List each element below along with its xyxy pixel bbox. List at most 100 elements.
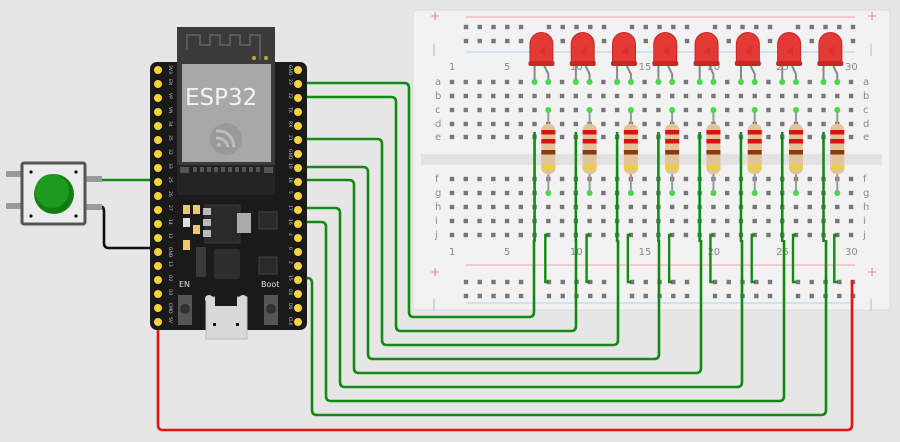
esp32-pin-cmd[interactable]	[154, 304, 162, 312]
breadboard-hole[interactable]	[807, 134, 812, 140]
breadboard-hole[interactable]	[766, 107, 771, 113]
breadboard-hole[interactable]	[491, 176, 496, 182]
rail-hole[interactable]	[795, 293, 801, 299]
breadboard-hole[interactable]	[504, 121, 510, 127]
esp32-pin-13[interactable]	[154, 262, 162, 270]
esp32-pin-27[interactable]	[154, 206, 162, 214]
breadboard-hole[interactable]	[738, 93, 744, 99]
breadboard-hole[interactable]	[725, 121, 730, 127]
rail-hole[interactable]	[629, 279, 635, 285]
breadboard-hole[interactable]	[573, 121, 579, 127]
breadboard-hole[interactable]	[683, 134, 689, 140]
resistor[interactable]	[541, 107, 556, 196]
esp32-pin-d1[interactable]	[294, 290, 302, 298]
breadboard-hole[interactable]	[559, 204, 565, 210]
breadboard-hole[interactable]	[587, 93, 592, 99]
rail-hole[interactable]	[754, 24, 759, 30]
esp32-pin-17[interactable]	[294, 206, 302, 214]
breadboard-hole[interactable]	[642, 93, 647, 99]
ground-jumper[interactable]	[544, 233, 549, 284]
breadboard-hole[interactable]	[449, 79, 455, 85]
breadboard-hole[interactable]	[559, 121, 565, 127]
breadboard-hole[interactable]	[518, 176, 523, 182]
breadboard-hole[interactable]	[504, 218, 510, 224]
breadboard-hole[interactable]	[449, 107, 455, 113]
breadboard-hole[interactable]	[477, 93, 482, 99]
esp32-pin-5v[interactable]	[154, 318, 162, 326]
breadboard-hole[interactable]	[642, 134, 647, 140]
breadboard-hole[interactable]	[559, 134, 565, 140]
breadboard-hole[interactable]	[738, 107, 744, 113]
breadboard-hole[interactable]	[835, 204, 840, 210]
breadboard-hole[interactable]	[601, 176, 606, 182]
led-3[interactable]	[611, 32, 637, 85]
rail-hole[interactable]	[518, 279, 524, 285]
breadboard-hole[interactable]	[477, 121, 482, 127]
breadboard-hole[interactable]	[807, 93, 812, 99]
rail-hole[interactable]	[518, 38, 524, 44]
rail-hole[interactable]	[712, 293, 718, 299]
breadboard-hole[interactable]	[491, 232, 496, 238]
rail-hole[interactable]	[837, 24, 842, 30]
pushbutton[interactable]	[6, 161, 102, 226]
breadboard-hole[interactable]	[532, 121, 537, 127]
breadboard-hole[interactable]	[711, 93, 716, 99]
breadboard-hole[interactable]	[559, 232, 565, 238]
rail-hole[interactable]	[574, 24, 579, 30]
breadboard-hole[interactable]	[477, 176, 482, 182]
breadboard-hole[interactable]	[807, 218, 812, 224]
rail-hole[interactable]	[726, 279, 731, 285]
breadboard-hole[interactable]	[725, 176, 730, 182]
breadboard-hole[interactable]	[463, 232, 468, 238]
breadboard-hole[interactable]	[504, 134, 510, 140]
esp32-pin-15[interactable]	[294, 276, 302, 284]
breadboard-hole[interactable]	[807, 79, 812, 85]
esp32-pin-gnd[interactable]	[154, 248, 162, 256]
rail-hole[interactable]	[837, 293, 842, 299]
breadboard-hole[interactable]	[807, 232, 812, 238]
breadboard-hole[interactable]	[848, 134, 854, 140]
rail-hole[interactable]	[463, 24, 469, 30]
breadboard-hole[interactable]	[780, 93, 785, 99]
rail-hole[interactable]	[588, 279, 593, 285]
breadboard-hole[interactable]	[491, 93, 496, 99]
breadboard-hole[interactable]	[725, 218, 730, 224]
wire-gpio16[interactable]	[298, 220, 786, 403]
rail-hole[interactable]	[491, 279, 496, 285]
breadboard-hole[interactable]	[546, 93, 551, 99]
esp32-pin-tx[interactable]	[294, 108, 302, 116]
wire-gpio17[interactable]	[298, 206, 744, 389]
breadboard-hole[interactable]	[697, 107, 702, 113]
breadboard-hole[interactable]	[477, 79, 482, 85]
breadboard-hole[interactable]	[477, 190, 482, 196]
breadboard-hole[interactable]	[449, 232, 455, 238]
breadboard-hole[interactable]	[601, 204, 606, 210]
breadboard-hole[interactable]	[601, 79, 606, 85]
resistor[interactable]	[623, 107, 638, 196]
breadboard-hole[interactable]	[766, 121, 771, 127]
breadboard-hole[interactable]	[725, 79, 730, 85]
resistor[interactable]	[830, 107, 845, 196]
rail-hole[interactable]	[546, 24, 552, 30]
breadboard-hole[interactable]	[766, 176, 771, 182]
breadboard-hole[interactable]	[463, 176, 468, 182]
breadboard-hole[interactable]	[491, 79, 496, 85]
breadboard-hole[interactable]	[463, 134, 468, 140]
esp32-pin-2[interactable]	[294, 262, 302, 270]
breadboard-hole[interactable]	[518, 79, 523, 85]
breadboard-hole[interactable]	[642, 190, 647, 196]
ground-jumper[interactable]	[791, 233, 796, 284]
breadboard-hole[interactable]	[504, 190, 510, 196]
breadboard-hole[interactable]	[642, 204, 647, 210]
breadboard-hole[interactable]	[807, 121, 812, 127]
esp32-pin-33[interactable]	[154, 164, 162, 172]
breadboard-hole[interactable]	[518, 218, 523, 224]
rail-hole[interactable]	[726, 38, 731, 44]
wires[interactable]	[101, 81, 854, 432]
rail-hole[interactable]	[684, 24, 690, 30]
breadboard-hole[interactable]	[683, 232, 689, 238]
esp32-pin-vn[interactable]	[154, 108, 162, 116]
breadboard-hole[interactable]	[449, 218, 455, 224]
breadboard-hole[interactable]	[642, 107, 647, 113]
